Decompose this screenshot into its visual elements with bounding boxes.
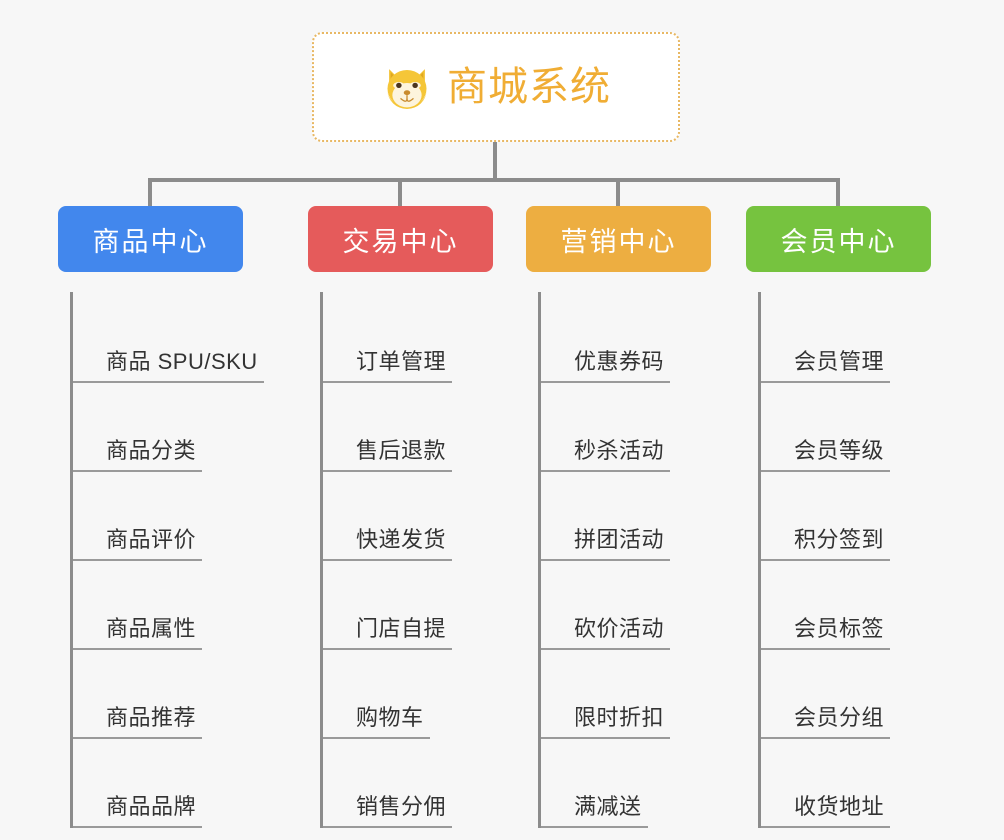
list-item-label: 售后退款 [356, 438, 447, 463]
category-box-marketing-center[interactable]: 营销中心 [526, 206, 711, 272]
category-label: 交易中心 [342, 226, 459, 257]
list-item-label: 快递发货 [356, 527, 447, 552]
root-node-mall-system[interactable]: 商城系统 [312, 32, 680, 142]
list-item-label: 满减送 [574, 794, 642, 819]
root-title: 商城系统 [447, 65, 611, 109]
list-item-label: 商品评价 [106, 527, 197, 552]
list-item[interactable]: 满减送 [541, 739, 746, 828]
list-item-rule [73, 648, 202, 650]
list-item[interactable]: 秒杀活动 [541, 383, 746, 472]
connector-drop-2 [398, 178, 402, 208]
list-item-rule [73, 381, 264, 383]
column-product-center: 商品中心 商品 SPU/SKU 商品分类 商品评价 商品属性 商品推荐 [58, 206, 278, 828]
list-item[interactable]: 会员等级 [761, 383, 966, 472]
list-item-label: 积分签到 [794, 527, 885, 552]
list-item-rule [541, 648, 670, 650]
leaf-list-trade-center: 订单管理 售后退款 快递发货 门店自提 购物车 销售分佣 [320, 292, 528, 828]
list-item-rule [761, 470, 890, 472]
list-item-rule [761, 826, 890, 828]
list-item-rule [761, 737, 890, 739]
list-item-rule [541, 559, 670, 561]
list-item-label: 购物车 [356, 705, 424, 730]
list-item-label: 商品分类 [106, 438, 197, 463]
list-item-rule [323, 648, 452, 650]
list-item[interactable]: 商品分类 [73, 383, 278, 472]
column-marketing-center: 营销中心 优惠券码 秒杀活动 拼团活动 砍价活动 限时折扣 [526, 206, 746, 828]
list-item-rule [323, 381, 452, 383]
list-item-label: 优惠券码 [574, 349, 665, 374]
list-item[interactable]: 门店自提 [323, 561, 528, 650]
list-item-label: 会员分组 [794, 705, 885, 730]
list-item[interactable]: 售后退款 [323, 383, 528, 472]
list-item-rule [761, 648, 890, 650]
list-item-label: 商品属性 [106, 616, 197, 641]
list-item-rule [761, 559, 890, 561]
list-item[interactable]: 会员管理 [761, 294, 966, 383]
list-item[interactable]: 购物车 [323, 650, 528, 739]
category-label: 商品中心 [92, 226, 209, 257]
list-item-rule [73, 737, 202, 739]
category-label: 会员中心 [780, 226, 897, 257]
list-item[interactable]: 收货地址 [761, 739, 966, 828]
connector-drop-3 [616, 178, 620, 208]
list-item-label: 限时折扣 [574, 705, 665, 730]
list-item-label: 砍价活动 [574, 616, 665, 641]
list-item[interactable]: 拼团活动 [541, 472, 746, 561]
list-item[interactable]: 砍价活动 [541, 561, 746, 650]
list-item-label: 商品推荐 [106, 705, 197, 730]
leaf-list-product-center: 商品 SPU/SKU 商品分类 商品评价 商品属性 商品推荐 商品品牌 [70, 292, 278, 828]
list-item-rule [323, 470, 452, 472]
list-item-label: 门店自提 [356, 616, 447, 641]
list-item[interactable]: 会员标签 [761, 561, 966, 650]
category-box-product-center[interactable]: 商品中心 [58, 206, 243, 272]
list-item[interactable]: 快递发货 [323, 472, 528, 561]
connector-root-stem [493, 142, 497, 180]
leaf-list-marketing-center: 优惠券码 秒杀活动 拼团活动 砍价活动 限时折扣 满减送 [538, 292, 746, 828]
list-item-label: 会员管理 [794, 349, 885, 374]
list-item-rule [761, 381, 890, 383]
list-item[interactable]: 会员分组 [761, 650, 966, 739]
category-label: 营销中心 [560, 226, 677, 257]
list-item-rule [73, 826, 202, 828]
connector-drop-1 [148, 178, 152, 208]
list-item[interactable]: 商品推荐 [73, 650, 278, 739]
list-item[interactable]: 订单管理 [323, 294, 528, 383]
list-item[interactable]: 商品属性 [73, 561, 278, 650]
shiba-dog-icon [387, 69, 427, 109]
list-item-label: 销售分佣 [356, 794, 447, 819]
list-item-label: 拼团活动 [574, 527, 665, 552]
list-item-rule [541, 381, 670, 383]
list-item-rule [323, 737, 430, 739]
list-item-rule [73, 470, 202, 472]
list-item[interactable]: 商品 SPU/SKU [73, 294, 278, 383]
list-item[interactable]: 商品评价 [73, 472, 278, 561]
column-trade-center: 交易中心 订单管理 售后退款 快递发货 门店自提 购物车 [308, 206, 528, 828]
list-item-rule [541, 737, 670, 739]
list-item-label: 商品 SPU/SKU [106, 349, 258, 374]
list-item-rule [541, 826, 648, 828]
category-box-member-center[interactable]: 会员中心 [746, 206, 931, 272]
list-item-label: 订单管理 [356, 349, 447, 374]
list-item-label: 商品品牌 [106, 794, 197, 819]
list-item-label: 收货地址 [794, 794, 885, 819]
list-item-label: 秒杀活动 [574, 438, 665, 463]
leaf-list-member-center: 会员管理 会员等级 积分签到 会员标签 会员分组 收货地址 [758, 292, 966, 828]
list-item-rule [73, 559, 202, 561]
list-item[interactable]: 商品品牌 [73, 739, 278, 828]
column-member-center: 会员中心 会员管理 会员等级 积分签到 会员标签 会员分组 [746, 206, 966, 828]
list-item[interactable]: 优惠券码 [541, 294, 746, 383]
list-item-rule [323, 559, 452, 561]
list-item[interactable]: 销售分佣 [323, 739, 528, 828]
list-item[interactable]: 限时折扣 [541, 650, 746, 739]
connector-drop-4 [836, 178, 840, 208]
list-item-label: 会员标签 [794, 616, 885, 641]
list-item-rule [323, 826, 452, 828]
list-item[interactable]: 积分签到 [761, 472, 966, 561]
list-item-label: 会员等级 [794, 438, 885, 463]
list-item-rule [541, 470, 670, 472]
category-box-trade-center[interactable]: 交易中心 [308, 206, 493, 272]
connector-bus-bar [148, 178, 840, 182]
